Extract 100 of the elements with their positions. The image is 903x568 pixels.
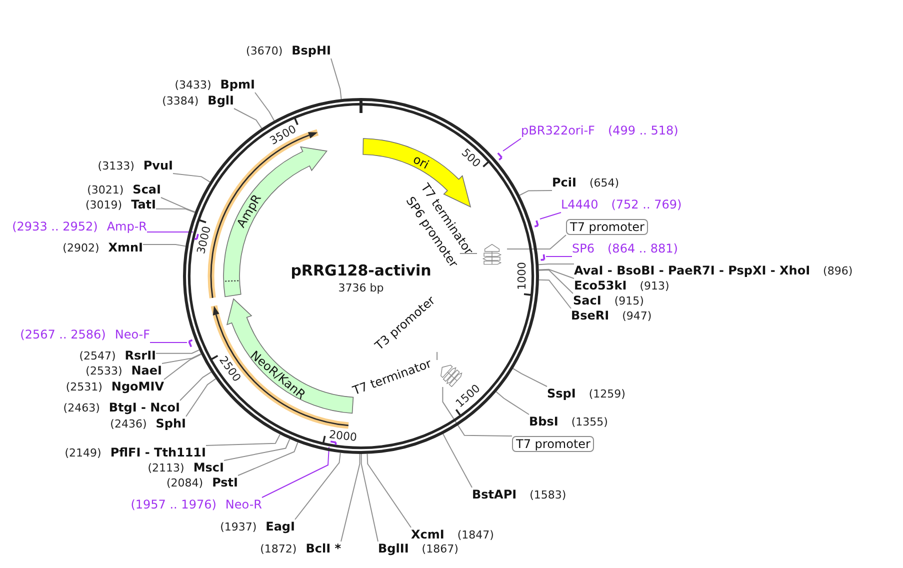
- primer-site-mark: [539, 253, 546, 262]
- enzyme-name: BclI *: [306, 542, 341, 556]
- leader-line: [142, 244, 186, 247]
- leader-line: [538, 268, 574, 279]
- enzyme-name: PvuI: [143, 158, 173, 174]
- leader-line: [180, 372, 212, 401]
- leader-line: [156, 350, 200, 354]
- leader-line: [366, 453, 412, 528]
- cut-site-position: (2113): [148, 460, 184, 476]
- primer-position: (2567 .. 2586): [20, 328, 106, 342]
- enzyme-name: EagI: [266, 520, 295, 534]
- enzyme-name: BbsI: [529, 414, 558, 430]
- leader-line: [442, 433, 472, 488]
- leader-line: [224, 438, 290, 461]
- feature-tag: T7 promoter: [512, 436, 594, 452]
- enzyme-name: TatI: [131, 198, 156, 212]
- cut-site-position: (1847): [457, 528, 494, 542]
- open-reading-frame: [210, 304, 350, 430]
- enzyme-name: SacI: [573, 294, 602, 308]
- leader-line: [162, 353, 202, 364]
- plasmid-size: 3736 bp: [338, 282, 384, 294]
- enzyme-name: RsrII: [124, 348, 156, 364]
- leader-line: [496, 391, 530, 415]
- primer-site-mark: [329, 440, 338, 447]
- primer-site-mark: [533, 219, 540, 228]
- leader-line: [538, 279, 572, 309]
- leader-line: [294, 452, 341, 520]
- leader-line: [340, 454, 360, 542]
- scale-label: 500: [460, 147, 482, 170]
- enzyme-name: BspHI: [292, 44, 331, 58]
- cut-site-position: (1583): [530, 488, 566, 502]
- enzyme-name: ScaI: [132, 182, 161, 198]
- cut-site-position: (1355): [571, 414, 608, 430]
- cut-site-position: (3384): [162, 94, 199, 108]
- leader-line: [150, 342, 188, 343]
- cut-site-position: (3433): [174, 78, 212, 92]
- cut-site-position: (1867): [422, 542, 458, 556]
- scale-label: 1000: [516, 262, 528, 290]
- leader-line: [254, 92, 275, 122]
- leader-line: [442, 386, 512, 436]
- enzyme-name: Eco53kI: [574, 278, 627, 294]
- feature-label: ori: [411, 153, 431, 171]
- enzyme-name: PflFI - Tth111I: [110, 446, 206, 460]
- leader-line: [262, 446, 330, 498]
- primer-name: L4440: [561, 198, 598, 212]
- primer-position: (864 .. 881): [608, 242, 678, 256]
- leader-line: [234, 108, 262, 129]
- cut-site-position: (654): [590, 176, 620, 190]
- cut-site-position: (896): [823, 264, 853, 278]
- leader-line: [238, 442, 298, 476]
- leader-line: [164, 354, 202, 380]
- enzyme-name: NaeI: [131, 364, 162, 378]
- cut-site-position: (2902): [62, 240, 100, 256]
- enzyme-name: NgoMIV: [111, 380, 164, 394]
- cut-site-position: (1259): [588, 386, 626, 402]
- enzyme-name: XmnI: [108, 240, 143, 256]
- leader-line: [512, 368, 548, 387]
- primer-name: Neo-R: [225, 498, 262, 512]
- primer-name: Amp-R: [106, 220, 147, 234]
- enzyme-name: BpmI: [220, 78, 255, 92]
- feature-tag: T7 promoter: [566, 219, 648, 235]
- cut-site-position: (2531): [66, 380, 102, 394]
- primer-position: (499 .. 518): [608, 124, 678, 138]
- primer-name: SP6: [572, 242, 594, 256]
- scale-label: 3000: [196, 225, 212, 256]
- primer-position: (1957 .. 1976): [130, 498, 216, 512]
- cut-site-position: (913): [640, 278, 670, 294]
- enzyme-name: BseRI: [571, 308, 610, 324]
- enzyme-name: SphI: [156, 416, 186, 432]
- enzyme-name: BtgI - NcoI: [108, 400, 180, 416]
- leader-line: [540, 212, 562, 220]
- enzyme-name: XcmI: [411, 528, 444, 542]
- cut-site-position: (3670): [246, 44, 283, 58]
- cut-site-position: (915): [614, 294, 644, 308]
- cut-site-position: (947): [622, 308, 652, 324]
- cut-site-position: (2463): [63, 400, 100, 416]
- enzyme-name: BglI: [208, 94, 234, 108]
- cut-site-position: (3021): [87, 182, 124, 198]
- leader-line: [538, 270, 574, 294]
- leader-line: [519, 190, 552, 196]
- leader-line: [156, 208, 196, 213]
- primer-site-mark: [187, 338, 194, 349]
- cut-site-position: (2084): [166, 476, 204, 490]
- leader-line: [546, 256, 572, 257]
- enzyme-name: SspI: [547, 386, 576, 402]
- primer-site-mark: [496, 151, 503, 161]
- cut-site-position: (1937): [220, 520, 257, 534]
- primer-position: (2933 .. 2952): [12, 220, 98, 234]
- cut-site-position: (1872): [260, 542, 297, 556]
- enzyme-name: BstAPI: [472, 488, 517, 502]
- leader-line: [436, 351, 438, 360]
- leader-line: [360, 454, 378, 542]
- primer-position: (752 .. 769): [611, 198, 682, 212]
- leader-line: [206, 434, 280, 446]
- leader-line: [160, 197, 196, 212]
- enzyme-name: AvaI - BsoBI - PaeR7I - PspXI - XhoI: [574, 264, 810, 278]
- enzyme-name: PciI: [552, 176, 576, 190]
- enzyme-name: PstI: [212, 476, 238, 490]
- leader-line: [502, 138, 522, 152]
- cut-site-position: (3133): [98, 158, 134, 174]
